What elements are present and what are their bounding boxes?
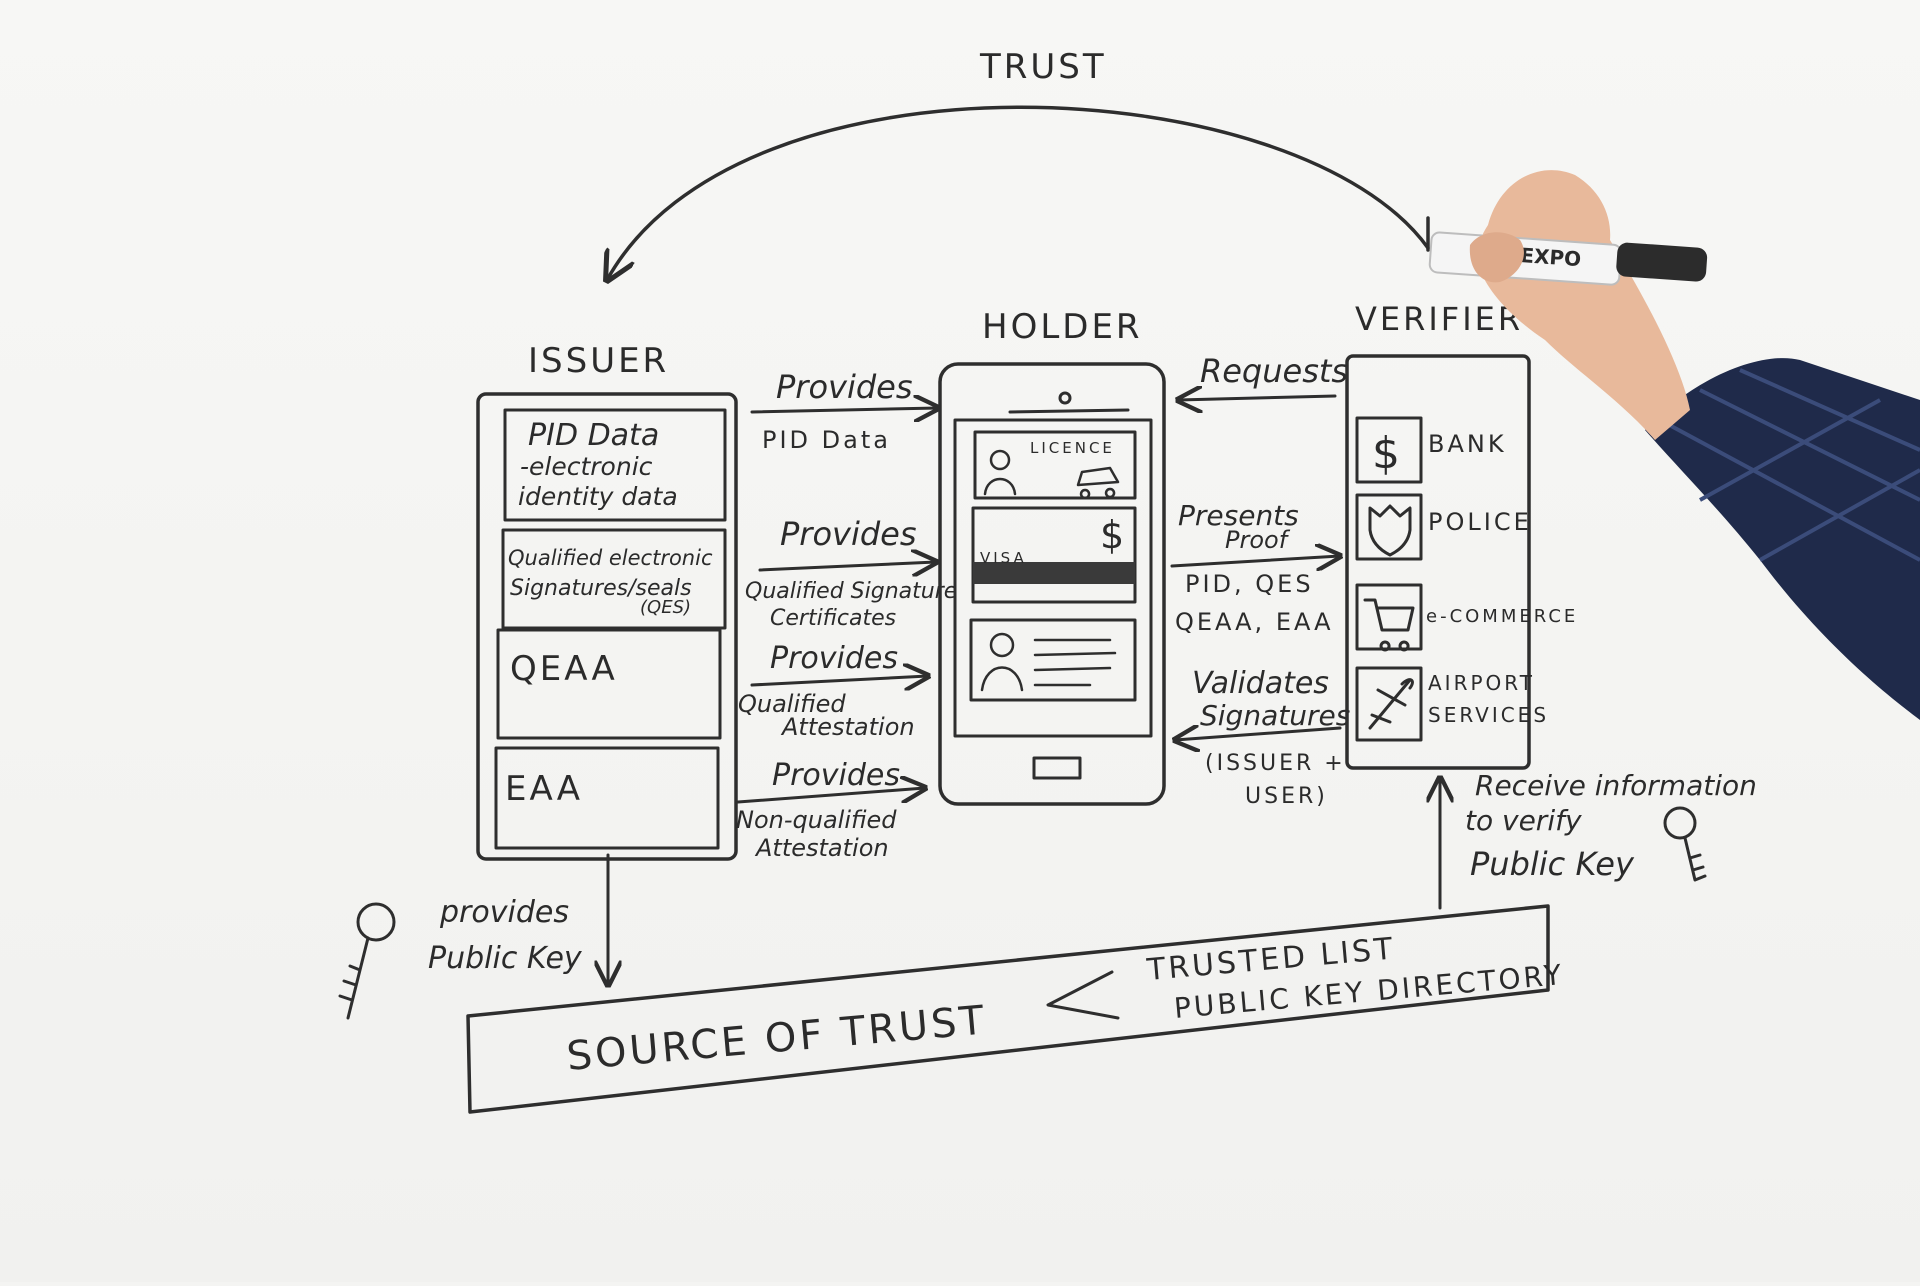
- issuer-public-key: provides Public Key: [338, 853, 608, 1020]
- presents-label-2: Proof: [1225, 526, 1291, 554]
- person-icon: [989, 449, 1011, 471]
- flow-2-verb: Provides: [780, 515, 917, 553]
- marker-brand: EXPO: [1520, 243, 1582, 271]
- provides-key-1: provides: [439, 895, 569, 930]
- phone-camera: [1058, 391, 1072, 405]
- source-of-trust-box: [466, 904, 1550, 1114]
- flow-2-object-2: Certificates: [770, 606, 896, 631]
- flow-1-object: PID Data: [762, 426, 891, 454]
- car-icon: [1076, 466, 1120, 500]
- card-stripe: [973, 562, 1135, 584]
- issuer-holder-flows: Provides PID Data Provides Qualified Sig…: [736, 368, 957, 862]
- presents-label-1: Presents: [1178, 499, 1299, 532]
- issuer-group: ISSUER PID Data -electronic identity dat…: [476, 341, 738, 861]
- bank-label: BANK: [1428, 430, 1507, 458]
- qeaa-label: QEAA: [510, 649, 618, 689]
- airport-label-1: AIRPORT: [1428, 671, 1535, 695]
- flow-2-object-1: Qualified Signature: [745, 579, 957, 604]
- holder-group: HOLDER LICENCE VISA $: [938, 307, 1166, 806]
- police-icon-box: [1355, 493, 1423, 561]
- airport-icon-box: [1355, 666, 1423, 742]
- verifier-receive-key: Receive information to verify Public Key: [1440, 769, 1757, 910]
- key-icon-right: [1663, 806, 1707, 882]
- licence-card: [973, 430, 1137, 500]
- qes-line-3: (QES): [640, 597, 691, 618]
- pid-line-3: identity data: [518, 482, 678, 511]
- flow-4-verb: Provides: [772, 758, 900, 793]
- issuer-box-qeaa: [496, 628, 722, 740]
- phone-home-button: [1032, 756, 1082, 780]
- shield-icon: [1368, 504, 1412, 557]
- licence-label: LICENCE: [1030, 439, 1115, 457]
- source-of-trust-bar: SOURCE OF TRUST TRUSTED LIST PUBLIC KEY …: [466, 904, 1566, 1114]
- id-person-icon: [989, 632, 1015, 658]
- ecommerce-label: e-COMMERCE: [1426, 606, 1578, 627]
- verifier-device: [1345, 354, 1531, 770]
- validates-note-2: USER): [1245, 784, 1328, 809]
- dollar-icon: $: [1100, 513, 1124, 557]
- bank-icon-box: [1355, 416, 1423, 484]
- issuer-title: ISSUER: [528, 341, 669, 381]
- airport-label-2: SERVICES: [1428, 703, 1549, 727]
- holder-phone: [938, 362, 1166, 806]
- receive-info-3: Public Key: [1470, 845, 1635, 883]
- flow-4-object-1: Non-qualified: [736, 806, 897, 834]
- presents-items-2: QEAA, EAA: [1175, 608, 1333, 636]
- requests-label: Requests: [1200, 352, 1348, 390]
- police-label: POLICE: [1428, 508, 1532, 536]
- presents-items-1: PID, QES: [1185, 570, 1314, 598]
- pid-line-1: PID Data: [528, 418, 659, 453]
- verifier-holder-flows: Requests Presents Proof PID, QES QEAA, E…: [1170, 352, 1350, 809]
- marker-cap: [1616, 242, 1708, 282]
- sleeve-pattern: [1659, 368, 1920, 562]
- receive-info-2: to verify: [1465, 804, 1582, 837]
- hand-with-marker: EXPO: [1428, 170, 1920, 720]
- plane-icon: [1368, 678, 1414, 730]
- id-card: [969, 618, 1137, 702]
- trust-label: TRUST: [979, 47, 1107, 87]
- cart-icon: [1363, 598, 1415, 652]
- pid-line-2: -electronic: [520, 452, 653, 481]
- phone-screen: [953, 418, 1153, 738]
- bank-dollar-icon: $: [1372, 428, 1400, 479]
- issuer-box-eaa: [494, 746, 720, 850]
- visa-label: VISA: [980, 549, 1027, 567]
- validates-label-1: Validates: [1192, 666, 1329, 701]
- hand: [1477, 170, 1690, 440]
- qes-line-1: Qualified electronic: [508, 546, 713, 570]
- thumb: [1469, 232, 1524, 283]
- verifier-group: VERIFIER $ BANK POLICE e-COMMERCE AIRPOR…: [1345, 300, 1578, 770]
- flow-3-object-1: Qualified: [738, 690, 846, 718]
- validates-note-1: (ISSUER +: [1205, 751, 1346, 776]
- visa-card: [971, 506, 1137, 604]
- qes-line-2: Signatures/seals: [510, 576, 692, 601]
- holder-title: HOLDER: [982, 307, 1143, 347]
- flow-3-object-2: Attestation: [780, 713, 915, 741]
- trust-arc: TRUST: [607, 47, 1430, 280]
- receive-info-1: Receive information: [1475, 769, 1757, 802]
- source-of-trust-label: SOURCE OF TRUST: [565, 997, 989, 1080]
- flow-1-verb: Provides: [776, 368, 913, 406]
- key-icon: [338, 902, 396, 1020]
- flow-4-object-2: Attestation: [754, 834, 889, 862]
- provides-key-2: Public Key: [428, 941, 583, 976]
- validates-label-2: Signatures: [1200, 699, 1350, 732]
- flow-3-verb: Provides: [770, 641, 898, 676]
- verifier-title: VERIFIER: [1355, 300, 1523, 338]
- eaa-label: EAA: [505, 769, 583, 809]
- issuer-box-qes: [501, 528, 727, 630]
- issuer-box-pid: [503, 408, 727, 522]
